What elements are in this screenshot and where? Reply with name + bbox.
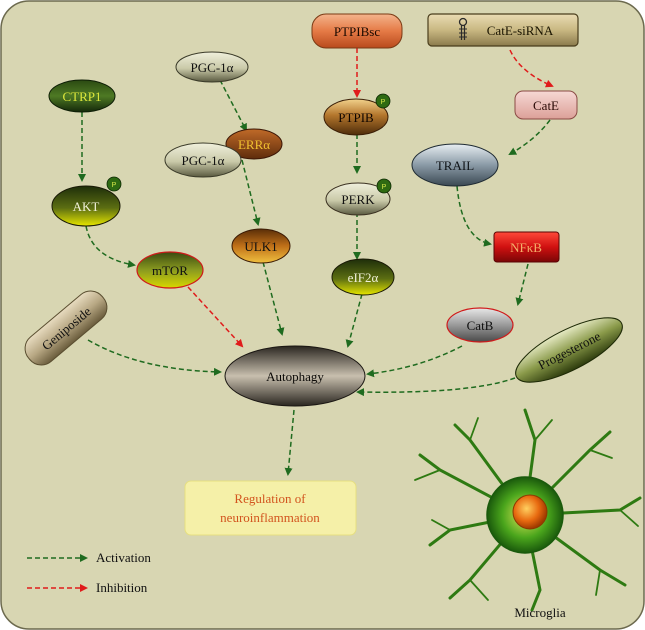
legend-activation-label: Activation (96, 550, 151, 565)
phospho-badge-ptpib (375, 93, 391, 109)
label-trail: TRAIL (436, 158, 474, 173)
edge-trail-nfkb (456, 185, 492, 247)
label-eif2a: eIF2α (348, 270, 379, 285)
edge-eif2a-autophagy (345, 293, 363, 348)
label-ptpibsc: PTPIBsc (334, 24, 380, 39)
edge-geniposide-autophagy (87, 339, 222, 376)
node-pgc1a-top: PGC-1α (175, 51, 249, 83)
label-nfkb: NFκB (510, 240, 542, 255)
svg-text:P: P (381, 99, 386, 106)
legend: Activation Inhibition (27, 550, 151, 595)
edge-autophagy-regulation (284, 409, 295, 476)
label-ctrp1: CTRP1 (62, 89, 101, 104)
node-trail: TRAIL (411, 143, 499, 187)
label-ptpib: PTPIB (338, 110, 374, 125)
label-pgc1a-mid: PGC-1α (182, 153, 225, 168)
label-akt: AKT (73, 199, 100, 214)
edges (78, 48, 554, 476)
label-cate: CatE (533, 98, 559, 113)
node-catb: CatB (446, 307, 514, 343)
label-ulk1: ULK1 (244, 239, 277, 254)
label-pgc1a-top: PGC-1α (191, 60, 234, 75)
node-akt: AKT P (51, 176, 122, 227)
label-regulation-line: neuroinflammation (220, 510, 320, 525)
microglia-cell-icon (414, 408, 642, 612)
edge-catb-autophagy (366, 345, 463, 378)
legend-inhibition-label: Inhibition (96, 580, 148, 595)
node-eif2a: eIF2α (331, 258, 395, 296)
node-erra: ERRα (225, 128, 283, 160)
label-perk: PERK (341, 192, 375, 207)
svg-text:P: P (112, 182, 117, 189)
svg-text:P: P (382, 184, 387, 191)
edge-nfkb-catb (515, 263, 529, 306)
edge-ulk1-autophagy (262, 261, 285, 336)
node-pgc1a-mid: PGC-1α (164, 142, 242, 178)
edge-cate-trail (508, 119, 551, 155)
node-ulk1: ULK1 (231, 228, 291, 264)
label-regulation-line: Regulation of (234, 491, 306, 506)
edge-pgc1a-erra (219, 79, 247, 132)
label-catb: CatB (467, 318, 494, 333)
phospho-badge-akt (106, 176, 122, 192)
node-cate: CatE (514, 90, 578, 120)
label-autophagy: Autophagy (266, 369, 324, 384)
label-regulation: Regulation of neuroinflammation (220, 491, 320, 525)
node-perk: PERK P (325, 178, 392, 216)
phospho-badge-perk (376, 178, 392, 194)
edge-progesterone-autophagy (356, 377, 516, 397)
node-cate-sirna: CatE-siRNA (427, 13, 579, 47)
node-ctrp1: CTRP1 (48, 79, 116, 113)
label-erra: ERRα (238, 137, 270, 152)
label-microglia: Microglia (514, 605, 565, 620)
edge-mtor-autophagy (187, 286, 244, 348)
label-cate-sirna: CatE-siRNA (487, 23, 554, 38)
edge-erra-ulk1 (241, 159, 261, 226)
node-regulation: Regulation of neuroinflammation (184, 480, 357, 536)
edge-catesirna-cate (509, 49, 554, 88)
node-ptpibsc: PTPIBsc (311, 13, 403, 49)
node-autophagy: Autophagy (224, 345, 366, 407)
node-geniposide: Geniposide (24, 290, 108, 366)
node-ptpib: PTPIB P (323, 93, 391, 136)
edge-akt-mtor (85, 225, 136, 268)
node-nfkb: NFκB (493, 231, 560, 263)
label-mtor: mTOR (152, 263, 188, 278)
node-mtor: mTOR (136, 251, 204, 289)
sirna-hairpin-icon (458, 17, 468, 40)
